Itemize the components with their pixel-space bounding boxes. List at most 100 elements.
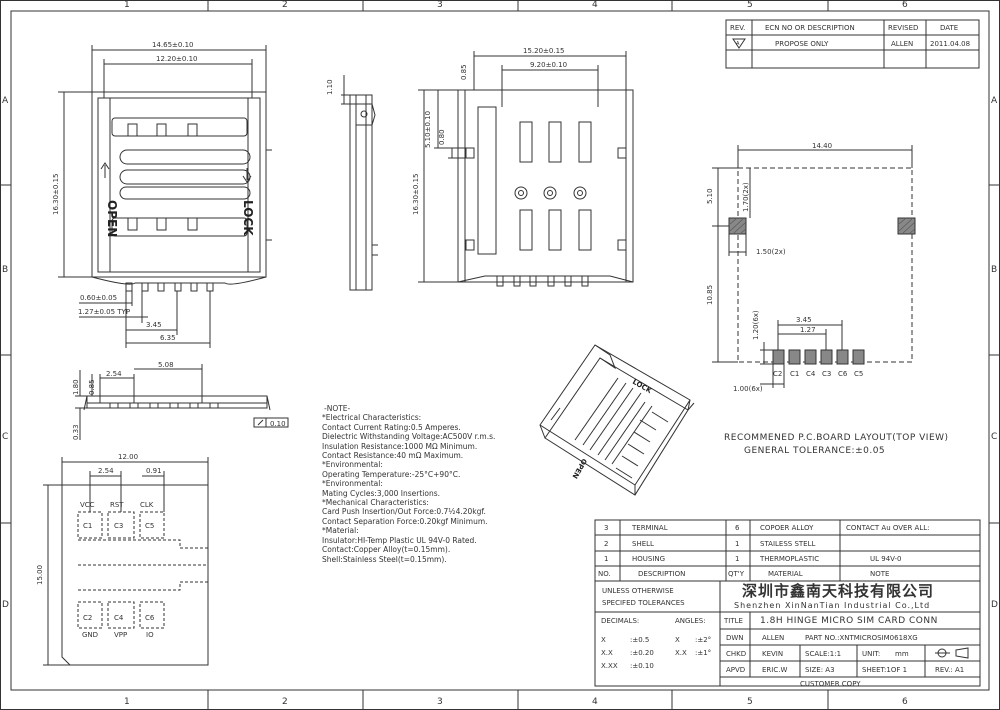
dim-pin-width: 0.60±0.05 [80,294,118,302]
pcb-dim-5-10: 5.10 [706,188,714,204]
card-pad-c5: C5 [145,522,155,530]
card-label-io: IO [146,631,154,639]
bom-no: 1 [604,555,609,563]
note-line: Operating Temperature:-25°C+90°C. [322,469,461,479]
col-label: 2 [282,0,288,10]
pcb-tolerance: GENERAL TOLERANCE:±0.05 [744,446,886,456]
dim-5-10: 5.10±0.10 [424,110,432,148]
col-label: 3 [437,697,443,707]
apvd-value: ERIC.W [762,666,788,674]
dim-height: 16.30±0.15 [52,173,60,216]
col-label: 4 [592,697,598,707]
scale: SCALE:1:1 [805,650,842,658]
card-label-clk: CLK [140,501,154,509]
pcb-pad-label: C5 [854,370,864,378]
bom-description: TERMINAL [632,524,668,532]
pcb-dim-width: 14.40 [812,142,833,150]
bom-qty: 1 [735,540,740,548]
pcb-pad-label: C1 [790,370,800,378]
notes-heading: -NOTE- [324,404,351,413]
bom-no: 3 [604,524,609,532]
bom-description: SHELL [632,540,654,548]
note-line: Card Push Insertion/Out Force:0.7½4.20kg… [322,507,486,517]
col-label: 4 [592,0,598,10]
dim-overall-width: 14.65±0.10 [152,41,194,49]
dim-inner-width: 12.20±0.10 [156,55,198,63]
row-label: D [991,600,998,610]
col-label: 6 [902,0,908,10]
pcb-dim-1-20: 1.20(6x) [752,310,760,340]
card-pad-c1: C1 [83,522,93,530]
note-line: Insulator:HI-Temp Plastic UL 94V-0 Rated… [322,535,477,545]
tol-angles: ANGLES: [675,617,706,625]
note-line: Insulation Resistance:1000 MΩ Minimum. [322,441,478,451]
bom-header-description: DESCRIPTION [638,570,686,578]
tol-x-value: :±0.5 [630,636,650,644]
card-dim-2-54: 2.54 [98,467,114,475]
note-line: Contact:Copper Alloy(t=0.15mm). [322,545,451,555]
tol-xxx-value: :±0.10 [630,662,654,670]
dim-bottom-width: 15.20±0.15 [523,47,565,55]
bom-header-qty: QT'Y [728,570,744,578]
pcb-dim-10-85: 10.85 [706,284,714,305]
rev-header: REV. [730,24,746,32]
dwn-label: DWN [726,634,744,642]
note-line: Contact Current Rating:0.5 Amperes. [322,422,461,432]
card-pad-c6: C6 [145,614,155,622]
bom-material: STAILESS STELL [760,540,816,548]
col-label: 6 [902,697,908,707]
col-label: 1 [124,697,130,707]
note-line: *Environmental: [322,460,383,470]
dim-0-85: 0.85 [460,64,468,80]
bom-description: HOUSING [632,555,666,563]
title-block-lines [594,519,981,687]
bom-qty: 6 [735,524,740,532]
company-en: Shenzhen XinNanTian Industrial Co.,Ltd [734,601,931,610]
ang-xx-value: :±1° [695,649,712,657]
pcb-caption: RECOMMENED P.C.BOARD LAYOUT(TOP VIEW) [724,433,949,443]
note-line: *Electrical Characteristics: [322,413,422,423]
bom-header-no: NO. [598,570,611,578]
company-cn: 深圳市鑫南天科技有限公司 [742,582,935,600]
top-view-lock-label: LOCK [241,200,255,236]
iso-lock-label: LOCK [631,378,653,396]
title-label: TITLE [724,617,743,625]
pcb-pad-label: C4 [806,370,816,378]
ang-x: X [675,636,680,644]
note-line: Contact Separation Force:0.20kgf Minimum… [322,516,488,526]
note-line: Contact Resistance:40 mΩ Maximum. [322,451,464,461]
inner-frame [10,10,990,691]
sheet-size: SIZE: A3 [805,666,835,674]
pcb-dim-3-45: 3.45 [796,316,812,324]
note-line: Shell:Stainless Steel(t=0.15mm). [322,554,447,564]
col-label: 1 [124,0,130,10]
card-pad-c2: C2 [83,614,93,622]
dim-bottom-inner: 9.20±0.10 [530,61,568,69]
bom-note: UL 94V-0 [870,555,902,563]
unit-label: UNIT: [862,650,881,658]
tol-xx: X.X [601,649,613,657]
note-line: Dielectric Withstanding Voltage:AC500V r… [322,432,496,442]
tol-heading-1: UNLESS OTHERWISE [602,587,674,595]
sheet-count: SHEET:1OF 1 [862,666,908,674]
note-line: *Environmental: [322,479,383,489]
dim-0-80: 0.80 [438,129,446,145]
pcb-dim-1-27: 1.27 [800,326,816,334]
apvd-label: APVD [726,666,746,674]
tol-x: X [601,636,606,644]
card-label-gnd: GND [82,631,99,639]
dim-6-35: 6.35 [160,334,176,342]
ang-x-value: :±2° [695,636,712,644]
side-view [341,75,378,291]
note-line: *Material: [322,526,359,536]
note-line: *Mechanical Characteristics: [322,498,429,508]
card-dim-height: 15.00 [36,564,44,585]
row-label: B [2,265,9,275]
card-pad-c3: C3 [114,522,124,530]
top-view [58,45,272,348]
card-label-vcc: VCC [80,501,95,509]
card-dim-width: 12.00 [118,453,139,461]
pcb-dim-1-00: 1.00(6x) [733,385,763,393]
rev-level: REV.: A1 [935,666,965,674]
